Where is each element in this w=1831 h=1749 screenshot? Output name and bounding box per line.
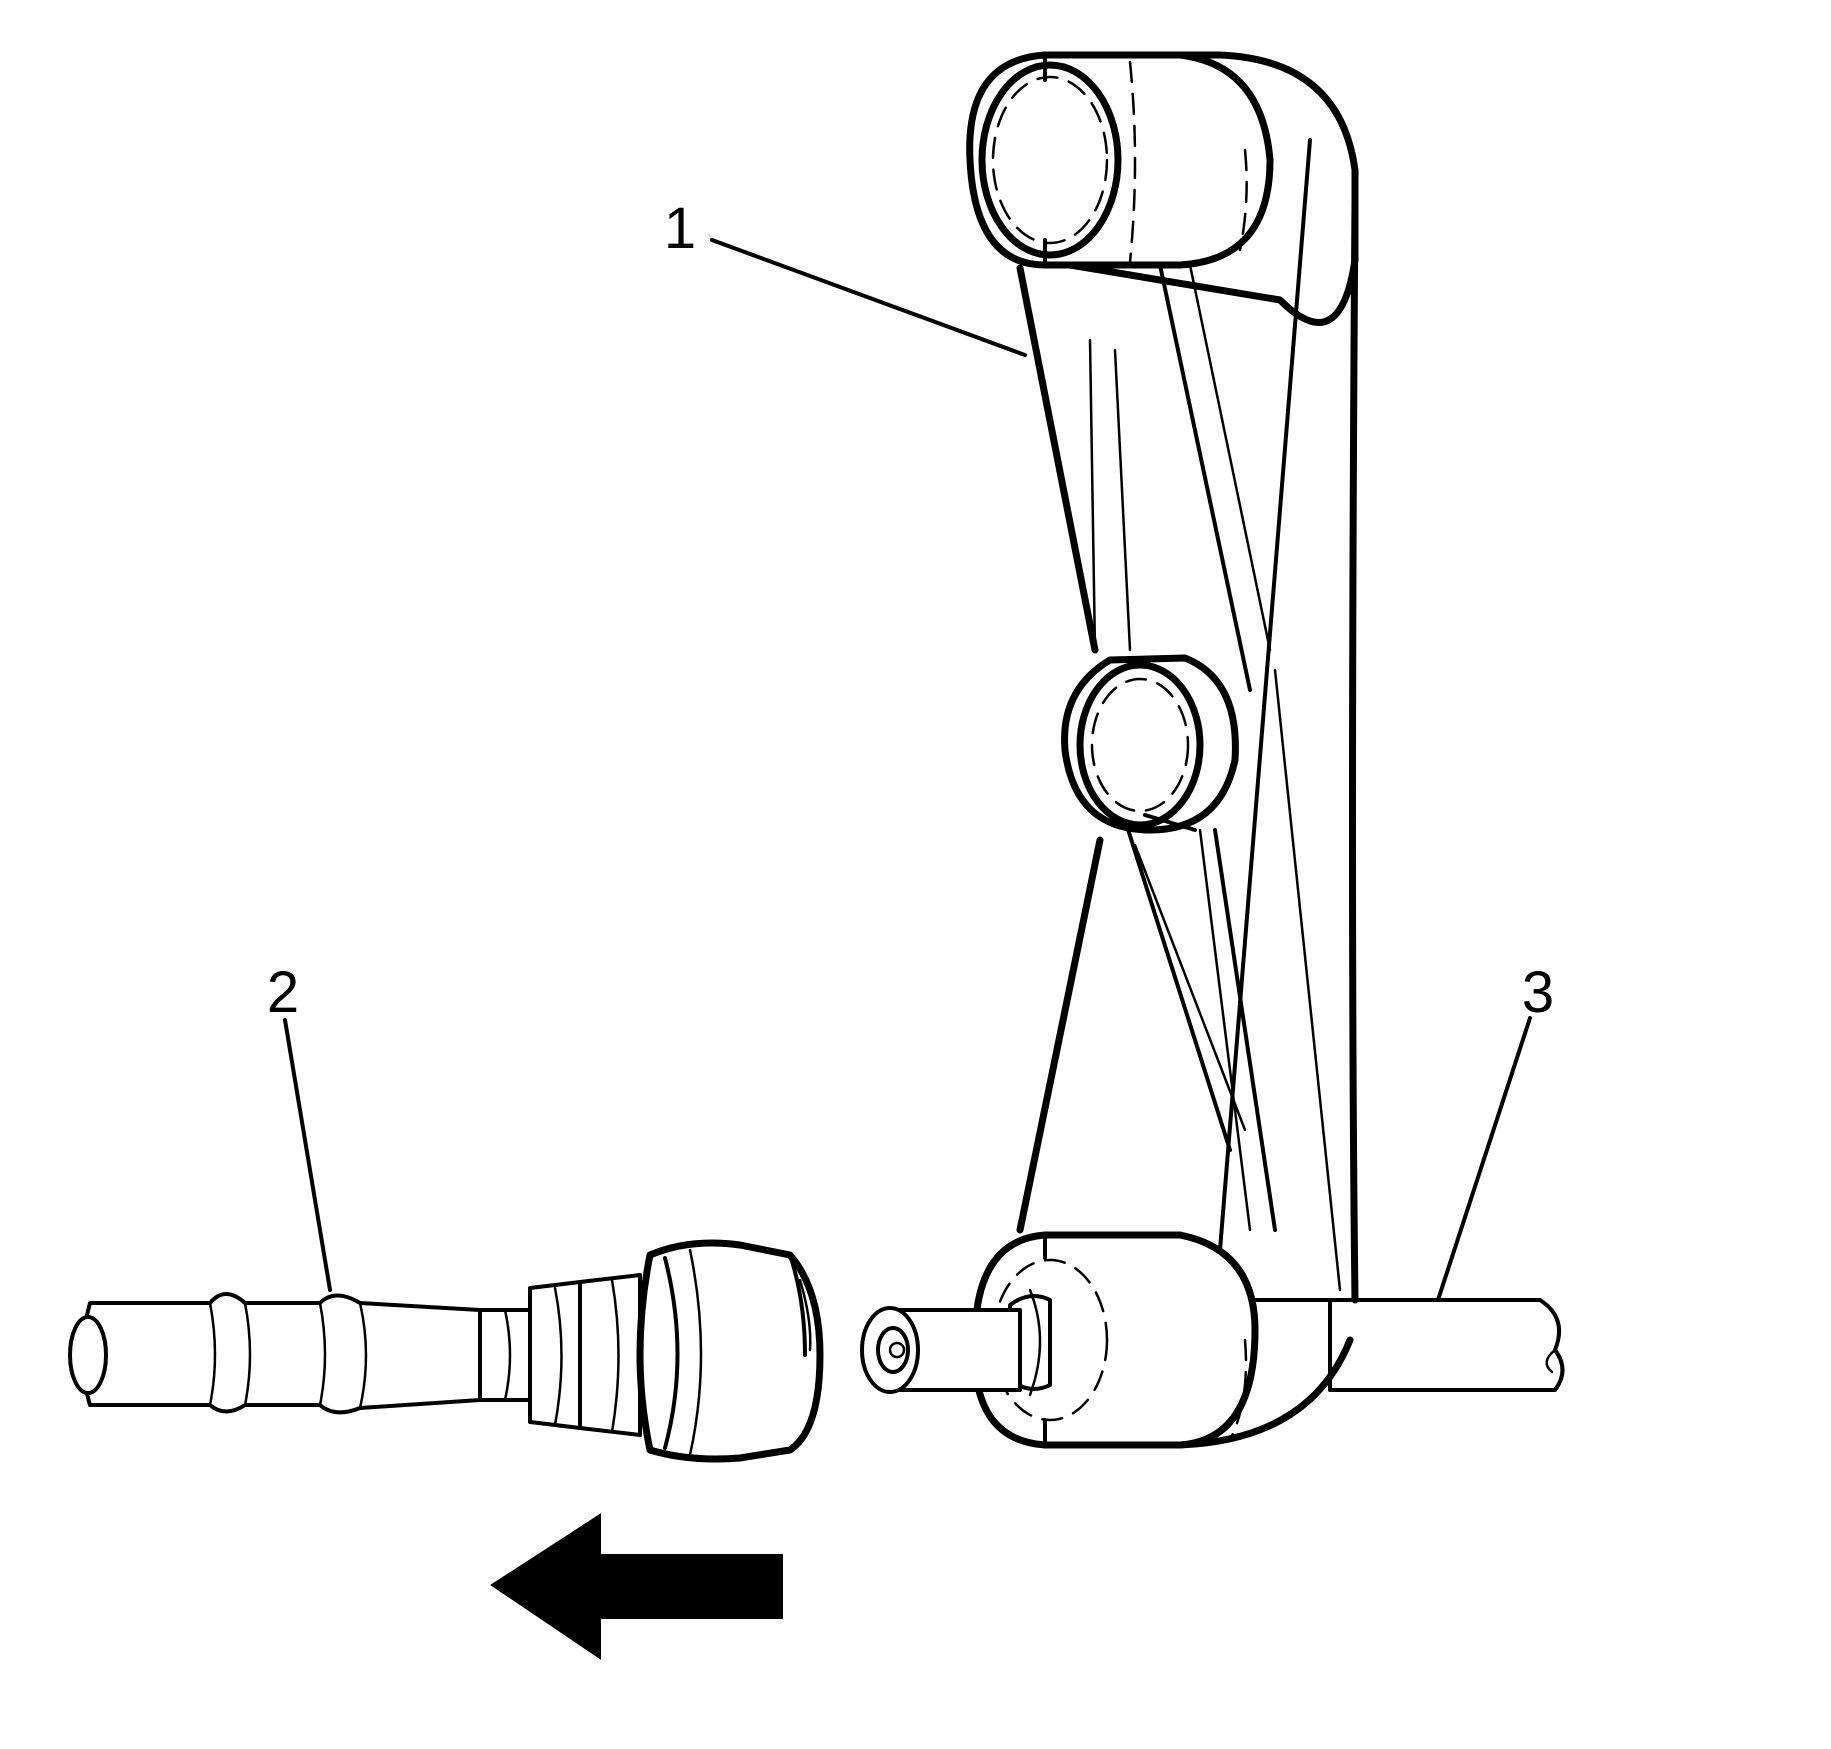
direction-arrow-left-icon <box>490 1513 783 1660</box>
leader-lines <box>283 238 1532 1302</box>
callout-label-3: 3 <box>1522 960 1554 1025</box>
leader-line-3 <box>1436 1016 1532 1302</box>
part-1-lever <box>860 51 1359 1449</box>
leader-line-1 <box>710 238 1027 357</box>
callout-label-1: 1 <box>664 196 696 261</box>
leader-line-2 <box>283 1018 332 1292</box>
part-3-shaft <box>1328 1298 1565 1392</box>
part-2-tool <box>68 1239 824 1463</box>
callout-label-2: 2 <box>267 960 299 1025</box>
